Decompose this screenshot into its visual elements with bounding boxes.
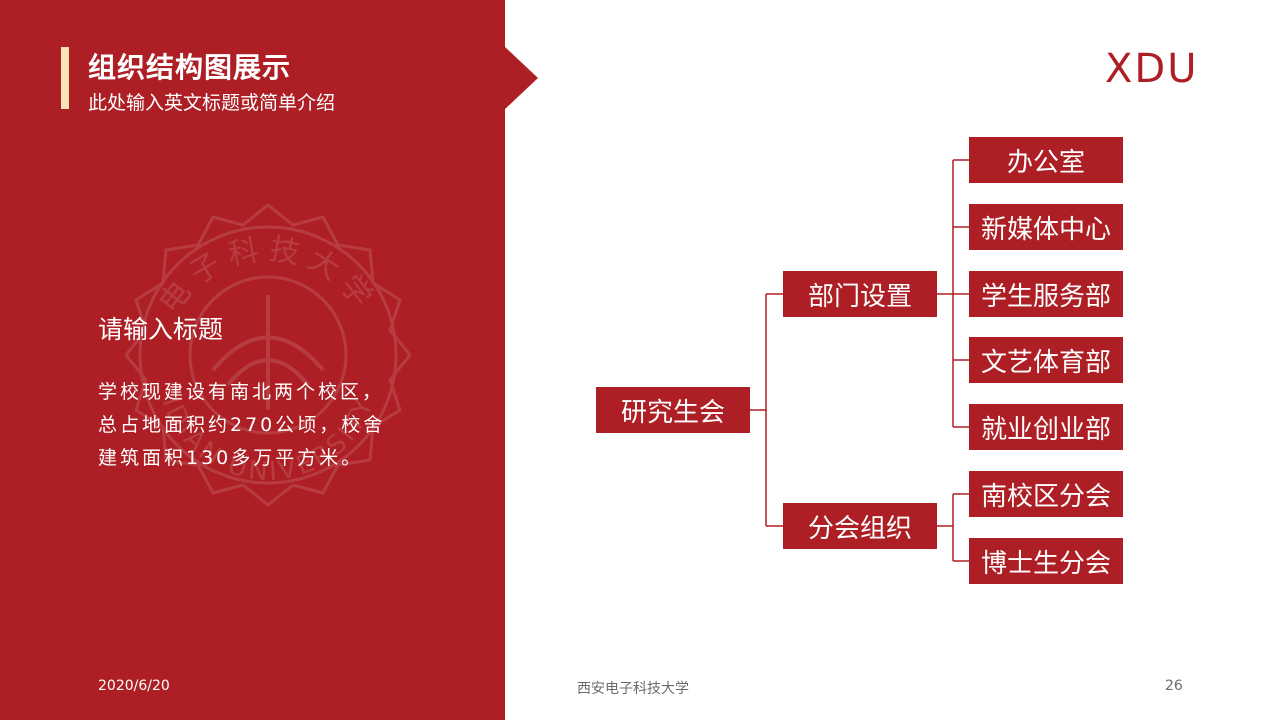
org-node-departments: 部门设置 — [783, 271, 937, 317]
slide-title: 组织结构图展示 — [88, 51, 292, 84]
content-body: 学校现建设有南北两个校区，总占地面积约270公顷，校舍建筑面积130多万平方米。 — [98, 381, 386, 469]
footer-organization: 西安电子科技大学 — [577, 681, 689, 697]
org-node-doctoral: 博士生分会 — [969, 538, 1123, 584]
org-node-office: 办公室 — [969, 137, 1123, 183]
panel-arrow-notch — [504, 46, 538, 110]
org-node-arts-sports: 文艺体育部 — [969, 337, 1123, 383]
university-seal-watermark-icon: 电子科技大学 IDIAN UNIVERSITY — [124, 203, 412, 507]
footer-date: 2020/6/20 — [98, 678, 170, 694]
org-node-career: 就业创业部 — [969, 404, 1123, 450]
left-red-panel — [0, 0, 505, 720]
footer-page-number: 26 — [1165, 678, 1183, 694]
org-node-branches: 分会组织 — [783, 503, 937, 549]
org-node-new-media-center: 新媒体中心 — [969, 204, 1123, 250]
org-node-root: 研究生会 — [596, 387, 750, 433]
org-node-south-campus: 南校区分会 — [969, 471, 1123, 517]
title-accent-bar — [61, 47, 69, 109]
slide-subtitle: 此处输入英文标题或简单介绍 — [88, 92, 336, 114]
xdu-logo: XDU — [1105, 46, 1199, 92]
content-title: 请输入标题 — [98, 315, 224, 344]
org-node-student-services: 学生服务部 — [969, 271, 1123, 317]
